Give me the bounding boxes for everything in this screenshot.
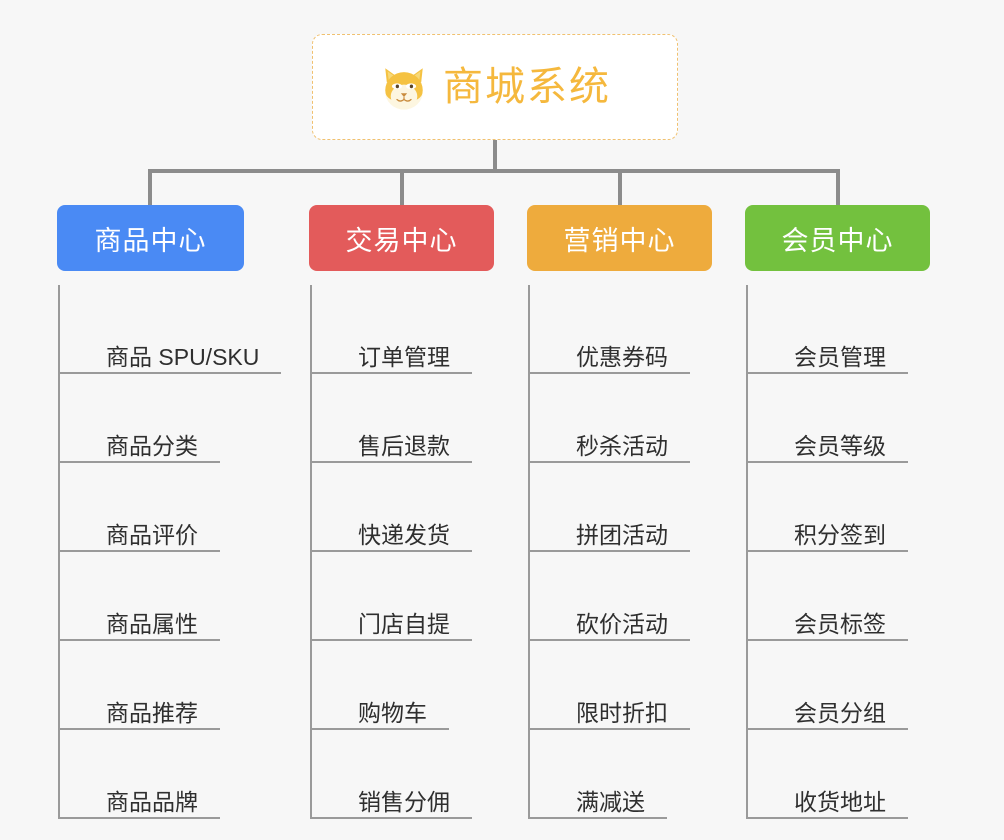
- connector-drop-4: [836, 169, 840, 205]
- list-item[interactable]: 售后退款: [312, 374, 494, 463]
- leaf-label: 收货地址: [794, 788, 886, 815]
- list-item[interactable]: 商品品牌: [60, 730, 259, 819]
- leaf-label: 商品 SPU/SKU: [106, 343, 260, 370]
- leaf-label: 商品评价: [106, 521, 198, 548]
- connector-horizontal-bus: [148, 169, 840, 173]
- leaf-label: 满减送: [576, 788, 645, 815]
- leaf-label: 秒杀活动: [576, 432, 668, 459]
- list-item[interactable]: 优惠券码: [530, 285, 712, 374]
- category-header-会员中心[interactable]: 会员中心: [745, 205, 930, 271]
- root-node-商城系统[interactable]: 商城系统: [312, 34, 678, 140]
- leaf-label: 会员等级: [794, 432, 886, 459]
- leaf-label: 售后退款: [358, 432, 450, 459]
- leaf-label: 门店自提: [358, 610, 450, 637]
- list-item[interactable]: 满减送: [530, 730, 712, 819]
- leaf-label: 订单管理: [358, 343, 450, 370]
- list-item[interactable]: 会员分组: [748, 641, 930, 730]
- leaf-label: 会员分组: [794, 699, 886, 726]
- leaf-list-product: 商品 SPU/SKU 商品分类 商品评价 商品属性 商品推荐 商品品牌: [58, 285, 282, 819]
- leaf-label: 砍价活动: [576, 610, 668, 637]
- leaf-label: 拼团活动: [576, 521, 668, 548]
- leaf-label: 快递发货: [358, 521, 450, 548]
- list-item[interactable]: 会员等级: [748, 374, 930, 463]
- list-item[interactable]: 拼团活动: [530, 463, 712, 552]
- list-item[interactable]: 购物车: [312, 641, 494, 730]
- category-column-marketing: 营销中心 优惠券码 秒杀活动 拼团活动 砍价活动 限时折扣 满减送: [527, 205, 712, 819]
- leaf-label: 商品属性: [106, 610, 198, 637]
- leaf-label: 会员标签: [794, 610, 886, 637]
- leaf-label: 购物车: [358, 699, 427, 726]
- list-item[interactable]: 收货地址: [748, 730, 930, 819]
- category-column-member: 会员中心 会员管理 会员等级 积分签到 会员标签 会员分组 收货地址: [745, 205, 930, 819]
- shiba-dog-face-icon: [379, 62, 429, 112]
- category-label: 营销中心: [563, 225, 676, 256]
- list-item[interactable]: 商品推荐: [60, 641, 259, 730]
- category-header-营销中心[interactable]: 营销中心: [527, 205, 712, 271]
- root-title: 商城系统: [443, 65, 611, 109]
- list-item[interactable]: 门店自提: [312, 552, 494, 641]
- list-item[interactable]: 砍价活动: [530, 552, 712, 641]
- leaf-label: 商品分类: [106, 432, 198, 459]
- category-label: 商品中心: [94, 225, 207, 256]
- leaf-label: 积分签到: [794, 521, 886, 548]
- leaf-list-member: 会员管理 会员等级 积分签到 会员标签 会员分组 收货地址: [746, 285, 930, 819]
- list-item[interactable]: 销售分佣: [312, 730, 494, 819]
- category-header-交易中心[interactable]: 交易中心: [309, 205, 494, 271]
- category-label: 交易中心: [345, 225, 458, 256]
- list-item[interactable]: 秒杀活动: [530, 374, 712, 463]
- leaf-list-trade: 订单管理 售后退款 快递发货 门店自提 购物车 销售分佣: [310, 285, 494, 819]
- leaf-label: 销售分佣: [358, 788, 450, 815]
- list-item[interactable]: 会员标签: [748, 552, 930, 641]
- leaf-label: 优惠券码: [576, 343, 668, 370]
- connector-drop-3: [618, 169, 622, 205]
- list-item[interactable]: 订单管理: [312, 285, 494, 374]
- connector-root-stem: [493, 140, 497, 172]
- category-column-product: 商品中心 商品 SPU/SKU 商品分类 商品评价 商品属性 商品推荐 商品品牌: [57, 205, 282, 819]
- list-item[interactable]: 商品评价: [60, 463, 259, 552]
- connector-drop-2: [400, 169, 404, 205]
- category-column-trade: 交易中心 订单管理 售后退款 快递发货 门店自提 购物车 销售分佣: [309, 205, 494, 819]
- list-item[interactable]: 会员管理: [748, 285, 930, 374]
- list-item[interactable]: 商品分类: [60, 374, 259, 463]
- list-item[interactable]: 积分签到: [748, 463, 930, 552]
- leaf-list-marketing: 优惠券码 秒杀活动 拼团活动 砍价活动 限时折扣 满减送: [528, 285, 712, 819]
- leaf-label: 商品品牌: [106, 788, 198, 815]
- leaf-label: 会员管理: [794, 343, 886, 370]
- leaf-label: 限时折扣: [576, 699, 668, 726]
- connector-drop-1: [148, 169, 152, 205]
- list-item[interactable]: 限时折扣: [530, 641, 712, 730]
- list-item[interactable]: 快递发货: [312, 463, 494, 552]
- list-item[interactable]: 商品属性: [60, 552, 259, 641]
- list-item[interactable]: 商品 SPU/SKU: [60, 285, 282, 374]
- category-label: 会员中心: [781, 225, 894, 256]
- leaf-label: 商品推荐: [106, 699, 198, 726]
- category-header-商品中心[interactable]: 商品中心: [57, 205, 244, 271]
